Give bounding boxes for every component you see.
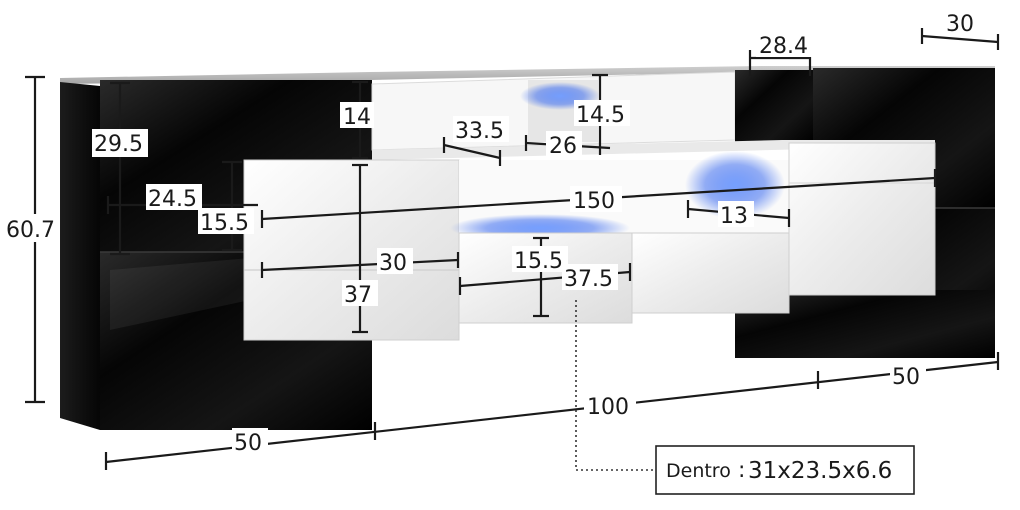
label-front-panel-height: 15.5: [200, 211, 249, 236]
label-left-block-width: 50: [234, 431, 262, 456]
inner-dimensions-callout: Dentro : 31x23.5x6.6: [655, 445, 915, 495]
label-drawer-width: 37.5: [564, 267, 613, 292]
label-glass-top-width: 28.4: [759, 34, 808, 59]
white-front-unit: [243, 142, 936, 341]
label-white-unit-height: 37: [344, 283, 372, 308]
label-center-niche-height: 14.5: [576, 103, 625, 128]
label-middle-span: 100: [587, 395, 629, 420]
label-top-depth: 30: [946, 12, 974, 37]
callout-value: 31x23.5x6.6: [748, 458, 892, 484]
label-door-width: 30: [379, 251, 407, 276]
label-shelf-gap-height: 14: [343, 105, 371, 130]
right-niche-led-glow: [685, 151, 785, 219]
callout-label: Dentro: [666, 460, 731, 482]
tv-stand: [60, 66, 995, 430]
label-drawer-height: 15.5: [514, 249, 563, 274]
label-front-offset: 24.5: [148, 187, 197, 212]
callout-separator: :: [738, 458, 745, 483]
label-right-block-width: 50: [892, 365, 920, 390]
callout-leader: [575, 300, 656, 471]
label-total-height: 60.7: [6, 218, 55, 243]
label-white-unit-width: 150: [573, 189, 615, 214]
label-right-niche-width: 13: [720, 204, 748, 229]
label-left-upper-height: 29.5: [94, 132, 143, 157]
dimension-labels: 60.7 30 28.4 29.5 14 14.5 33.5 26 24.5 1…: [2, 12, 974, 456]
label-shelf-inner-depth: 26: [549, 134, 577, 159]
label-shelf-depth: 33.5: [455, 119, 504, 144]
